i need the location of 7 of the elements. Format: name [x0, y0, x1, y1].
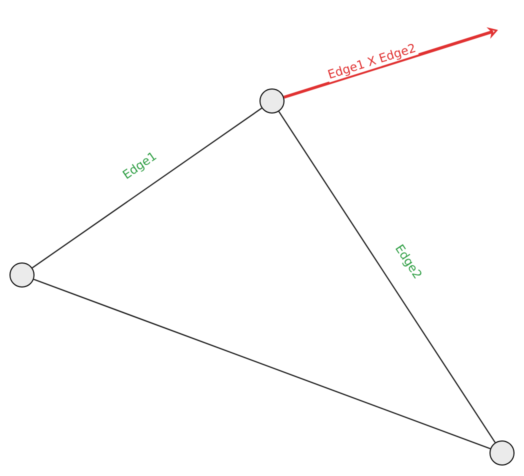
vertex-circle: [490, 440, 514, 466]
edge-line: [278, 111, 496, 443]
vertex-circle: [260, 88, 284, 114]
edge-label: Edge1 X Edge2: [325, 41, 419, 83]
edge-line: [32, 108, 262, 268]
edge-line: [34, 278, 490, 450]
vertex-circle: [10, 262, 34, 288]
